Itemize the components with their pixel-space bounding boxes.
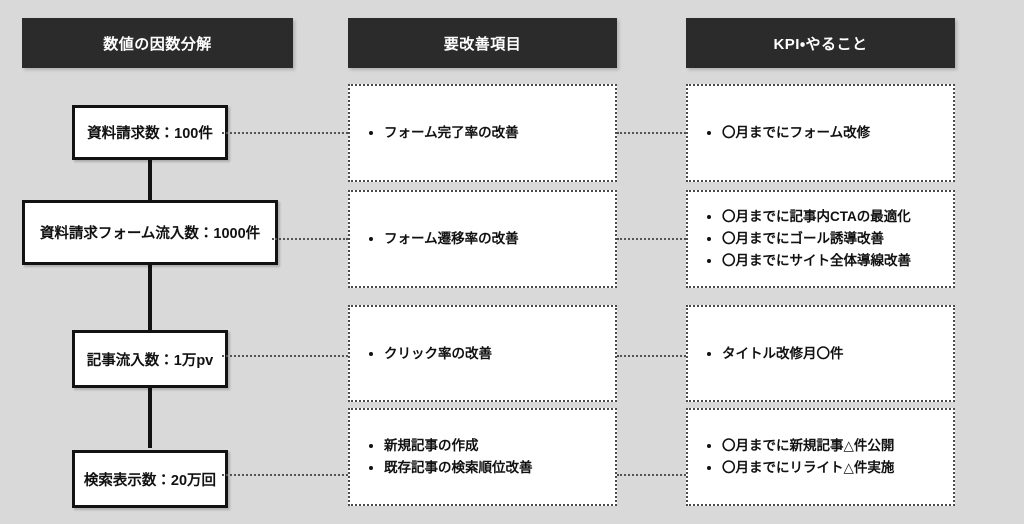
improvement-bullet: フォーム完了率の改善 <box>384 122 605 144</box>
improvement-bullet-list-3: クリック率の改善 <box>364 343 605 365</box>
improvement-card-2: フォーム遷移率の改善 <box>348 190 617 288</box>
kpi-bullet-list-3: タイトル改修月〇件 <box>702 343 943 365</box>
connector-improvement2-to-kpi2 <box>617 238 686 240</box>
kpi-bullet: 〇月までに新規記事△件公開 <box>722 435 943 457</box>
column-header-improvement-items: 要改善項目 <box>348 18 617 68</box>
kpi-bullet-list-2: 〇月までに記事内CTAの最適化〇月までにゴール誘導改善〇月までにサイト全体導線改… <box>702 206 943 272</box>
metric-box-search-impressions: 検索表示数：20万回 <box>72 450 228 508</box>
improvement-bullet: フォーム遷移率の改善 <box>384 228 605 250</box>
connector-metric2-to-improvement2 <box>272 238 348 240</box>
metric-box-document-requests: 資料請求数：100件 <box>72 105 228 160</box>
connector-metric1-to-improvement1 <box>222 132 348 134</box>
trunk-connector-3 <box>148 384 152 448</box>
improvement-card-3: クリック率の改善 <box>348 305 617 402</box>
kpi-card-4: 〇月までに新規記事△件公開〇月までにリライト△件実施 <box>686 408 955 506</box>
kpi-bullet: 〇月までにゴール誘導改善 <box>722 228 943 250</box>
kpi-bullet-list-4: 〇月までに新規記事△件公開〇月までにリライト△件実施 <box>702 435 943 479</box>
improvement-bullet-list-2: フォーム遷移率の改善 <box>364 228 605 250</box>
kpi-card-1: 〇月までにフォーム改修 <box>686 84 955 182</box>
kpi-card-2: 〇月までに記事内CTAの最適化〇月までにゴール誘導改善〇月までにサイト全体導線改… <box>686 190 955 288</box>
connector-improvement4-to-kpi4 <box>617 474 686 476</box>
trunk-connector-2 <box>148 260 152 330</box>
kpi-bullet-list-1: 〇月までにフォーム改修 <box>702 122 943 144</box>
column-header-factor-decomposition: 数値の因数分解 <box>22 18 293 68</box>
improvement-card-4: 新規記事の作成既存記事の検索順位改善 <box>348 408 617 506</box>
metric-box-form-inflow: 資料請求フォーム流入数：1000件 <box>22 200 278 265</box>
kpi-bullet: タイトル改修月〇件 <box>722 343 943 365</box>
kpi-card-3: タイトル改修月〇件 <box>686 305 955 402</box>
kpi-bullet: 〇月までに記事内CTAの最適化 <box>722 206 943 228</box>
connector-improvement1-to-kpi1 <box>617 132 686 134</box>
improvement-bullet: 新規記事の作成 <box>384 435 605 457</box>
connector-improvement3-to-kpi3 <box>617 355 686 357</box>
kpi-bullet: 〇月までにフォーム改修 <box>722 122 943 144</box>
metric-box-article-inflow: 記事流入数：1万pv <box>72 330 228 388</box>
connector-metric4-to-improvement4 <box>222 474 348 476</box>
improvement-bullet-list-4: 新規記事の作成既存記事の検索順位改善 <box>364 435 605 479</box>
column-header-kpi-actions: KPI・やること <box>686 18 955 68</box>
kpi-bullet: 〇月までにサイト全体導線改善 <box>722 250 943 272</box>
trunk-connector-1 <box>148 158 152 200</box>
kpi-bullet: 〇月までにリライト△件実施 <box>722 457 943 479</box>
connector-metric3-to-improvement3 <box>222 355 348 357</box>
improvement-bullet: 既存記事の検索順位改善 <box>384 457 605 479</box>
improvement-bullet-list-1: フォーム完了率の改善 <box>364 122 605 144</box>
improvement-card-1: フォーム完了率の改善 <box>348 84 617 182</box>
improvement-bullet: クリック率の改善 <box>384 343 605 365</box>
